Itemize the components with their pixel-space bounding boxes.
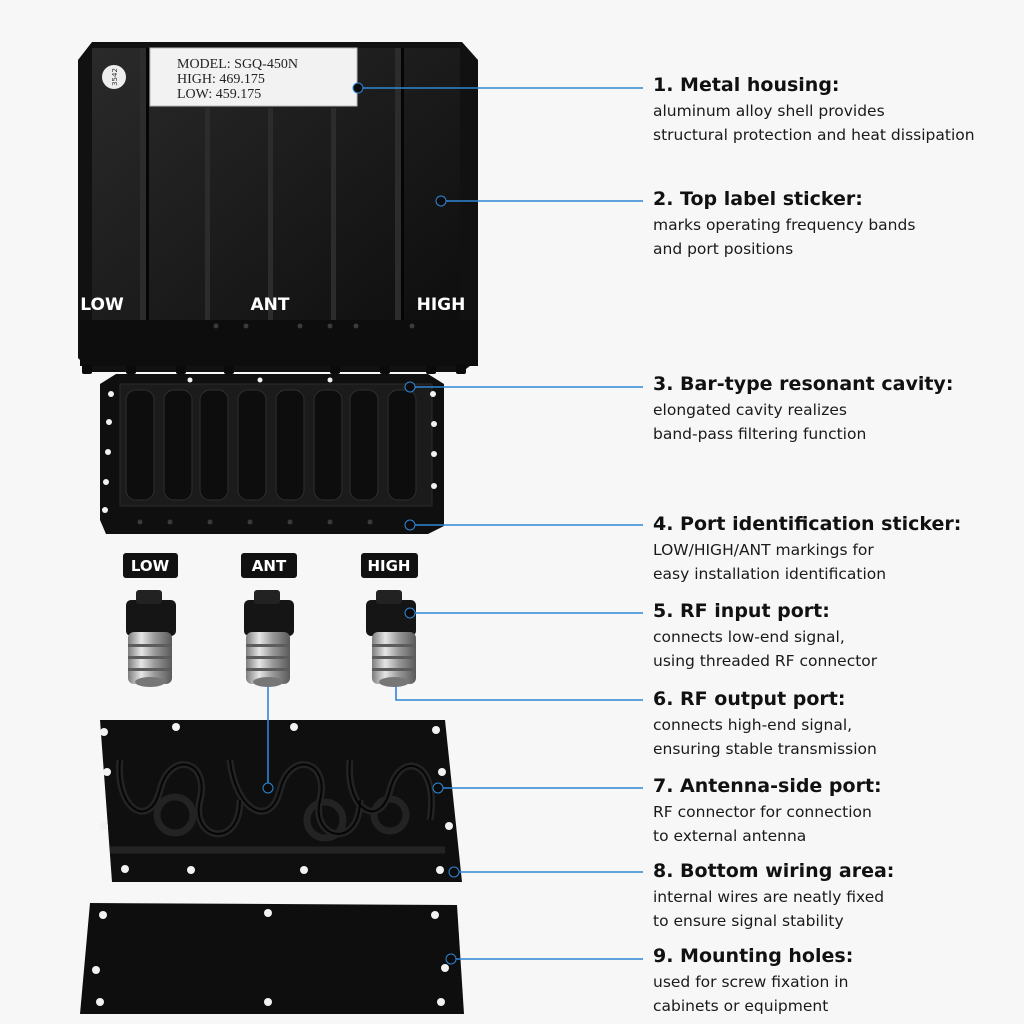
- tag-low: [123, 553, 178, 578]
- dot-ant: [262, 782, 274, 794]
- leader-dots: [262, 82, 460, 965]
- rf-connector-high: [366, 590, 416, 687]
- sticker-model: MODEL: SGQ-450N: [177, 57, 298, 72]
- tag-ant-text: ANT: [252, 557, 287, 575]
- sticker-high: HIGH: 469.175: [177, 72, 265, 87]
- annotation-desc-line: and port positions: [653, 240, 794, 258]
- leader-lines: [267, 87, 643, 960]
- annotation-title: 9. Mounting holes:: [653, 945, 854, 967]
- annotation-title: 3. Bar-type resonant cavity:: [653, 373, 954, 395]
- annotation-desc-line: connects high-end signal,: [653, 716, 853, 734]
- annotation-desc-line: internal wires are neatly fixed: [653, 888, 885, 906]
- housing-label-high: HIGH: [417, 295, 466, 315]
- dot-3: [404, 381, 416, 393]
- dot-5: [404, 607, 416, 619]
- rf-connector-low: [126, 590, 176, 687]
- mounting-plate: [80, 903, 464, 1014]
- dot-9: [445, 953, 457, 965]
- annotation-desc-line: using threaded RF connector: [653, 652, 878, 670]
- annotation-desc-line: RF connector for connection: [653, 803, 872, 821]
- tag-high: [361, 553, 418, 578]
- sticker-low: LOW: 459.175: [177, 87, 261, 102]
- annotation-desc-line: ensuring stable transmission: [653, 740, 877, 758]
- annotation-metal-housing: 1. Metal housing: aluminum alloy shell p…: [653, 73, 1013, 147]
- annotation-desc-line: to ensure signal stability: [653, 912, 844, 930]
- round-sticker-text: 3542: [111, 68, 119, 86]
- frequency-sticker: [149, 47, 358, 107]
- annotation-rf-input-port: 5. RF input port: connects low-end signa…: [653, 599, 1013, 673]
- dot-7: [432, 782, 444, 794]
- annotation-title: 2. Top label sticker:: [653, 188, 863, 210]
- annotation-title: 4. Port identification sticker:: [653, 513, 962, 535]
- annotation-port-sticker: 4. Port identification sticker: LOW/HIGH…: [653, 512, 1013, 586]
- annotation-desc-line: cabinets or equipment: [653, 997, 829, 1015]
- dot-1: [352, 82, 364, 94]
- tag-low-text: LOW: [131, 557, 170, 575]
- annotation-rf-output-port: 6. RF output port: connects high-end sig…: [653, 687, 1013, 761]
- housing-label-ant: ANT: [251, 295, 290, 315]
- annotation-bottom-wiring: 8. Bottom wiring area: internal wires ar…: [653, 859, 1013, 933]
- port-tags: LOW ANT HIGH: [123, 553, 418, 578]
- annotation-title: 5. RF input port:: [653, 600, 830, 622]
- annotation-mounting-holes: 9. Mounting holes: used for screw fixati…: [653, 944, 1013, 1018]
- annotation-desc-line: to external antenna: [653, 827, 807, 845]
- annotation-desc-line: LOW/HIGH/ANT markings for: [653, 541, 874, 559]
- annotation-desc-line: easy installation identification: [653, 565, 887, 583]
- metal-housing: MODEL: SGQ-450N HIGH: 469.175 LOW: 459.1…: [78, 42, 478, 374]
- annotation-desc-line: aluminum alloy shell provides: [653, 102, 885, 120]
- annotation-desc-line: used for screw fixation in: [653, 973, 849, 991]
- annotation-title: 7. Antenna-side port:: [653, 775, 882, 797]
- annotation-title: 1. Metal housing:: [653, 74, 840, 96]
- resonant-cavity: [100, 374, 444, 534]
- annotation-title: 8. Bottom wiring area:: [653, 860, 895, 882]
- annotation-top-label-sticker: 2. Top label sticker: marks operating fr…: [653, 187, 1013, 261]
- annotation-antenna-port: 7. Antenna-side port: RF connector for c…: [653, 774, 1013, 848]
- dot-8: [448, 866, 460, 878]
- annotation-resonant-cavity: 3. Bar-type resonant cavity: elongated c…: [653, 372, 1013, 446]
- rf-connector-ant: [244, 590, 294, 687]
- leader-6: [395, 686, 643, 701]
- annotation-title: 6. RF output port:: [653, 688, 846, 710]
- housing-label-low: LOW: [80, 295, 124, 315]
- annotation-desc-line: structural protection and heat dissipati…: [653, 126, 975, 144]
- tag-high-text: HIGH: [367, 557, 410, 575]
- annotation-desc-line: elongated cavity realizes: [653, 401, 847, 419]
- tag-ant: [241, 553, 297, 578]
- annotation-desc-line: marks operating frequency bands: [653, 216, 916, 234]
- annotation-desc-line: band-pass filtering function: [653, 425, 867, 443]
- dot-4: [404, 519, 416, 531]
- bottom-wiring-plate: [100, 720, 462, 882]
- round-sticker: [102, 65, 126, 89]
- annotation-desc-line: connects low-end signal,: [653, 628, 845, 646]
- dot-2: [435, 195, 447, 207]
